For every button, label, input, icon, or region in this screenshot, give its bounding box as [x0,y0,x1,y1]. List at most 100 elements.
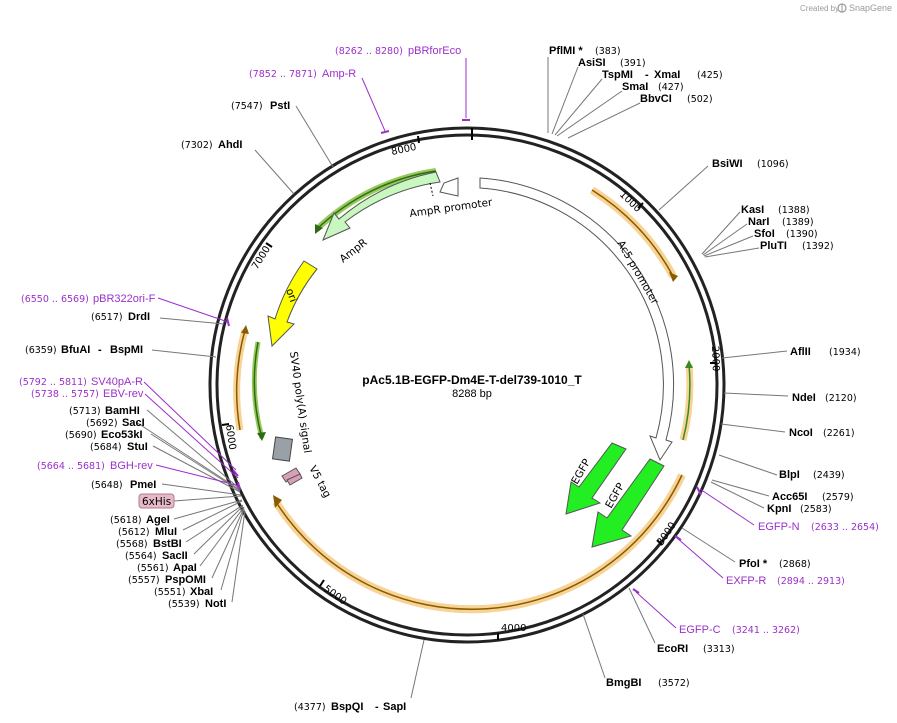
site-name: Acc65I [772,491,807,503]
primer-egfp-n[interactable]: EGFP-N (2633 .. 2654) [696,486,879,533]
site-asisi[interactable]: AsiSI (391) [551,57,646,135]
plasmid-length: 8288 bp [452,388,492,400]
site-bbvci[interactable]: BbvCI (502) [567,93,713,139]
site-xbai[interactable]: (5551) XbaI [154,508,245,598]
site-acc65i[interactable]: Acc65I (2579) [711,479,854,503]
primer-ebv-rev[interactable]: (5738 .. 5757) EBV-rev [31,388,239,479]
orf-arc-bottom [272,473,686,614]
site-pos: (7302) [181,140,213,151]
site-pfoi[interactable]: PfoI * (2868) [681,527,811,570]
site-pmei[interactable]: (5648) PmeI [91,479,242,496]
site-ncoi[interactable]: NcoI (2261) [720,423,855,439]
site-tspmi[interactable]: TspMI - XmaI (425) [554,69,723,136]
primer-pbr322ori-f[interactable]: (6550 .. 6569) pBR322ori-F [21,293,230,327]
site-pos: (5539) [168,599,200,610]
site-ndei[interactable]: NdeI (2120) [723,392,857,404]
site-name: SacI [122,417,145,429]
site-nari[interactable]: NarI (1389) [702,216,814,256]
tick-6000: 6000 [221,423,237,451]
site-pspomi[interactable]: (5557) PspOMI [128,507,245,586]
primer-egfp-c[interactable]: EGFP-C (3241 .. 3262) [632,588,800,636]
feature-ori[interactable] [267,260,318,348]
tag-6xhis[interactable]: 6xHis [138,493,242,509]
primer-pos: (2633 .. 2654) [811,522,879,533]
site-stui[interactable]: (5684) StuI [90,441,241,493]
site-agei[interactable]: (5618) AgeI [110,499,243,526]
site-pos: (383) [595,46,621,57]
site-pflmi[interactable]: PflMI * (383) [547,45,621,133]
site-kasi[interactable]: KasI (1388) [701,204,810,255]
tick-2000: 2000 [709,346,721,372]
site-sfoi[interactable]: SfoI (1390) [703,228,818,257]
site-ahdi[interactable]: (7302) AhdI [181,139,295,195]
site-name: PspOMI [165,574,206,586]
site-ecori[interactable]: EcoRI (3313) [628,587,735,655]
site-noti[interactable]: (5539) NotI [168,510,246,610]
tick-label-8000: 8000 [390,142,417,158]
orf-arc-left [233,325,249,431]
primer-pos: (6550 .. 6569) [21,294,89,305]
site-pos: (5612) [118,527,150,538]
site-apai[interactable]: (5561) ApaI [137,506,245,574]
feature-ampr-promoter[interactable] [439,177,459,197]
site-name: StuI [127,441,148,453]
site-bsiwi[interactable]: BsiWI (1096) [658,158,789,211]
site-pos: (391) [620,58,646,69]
site-name: DrdI [128,311,150,323]
orf-arc-ampr [314,168,437,234]
site-pos: (5618) [110,515,142,526]
feature-ampr[interactable] [322,171,441,241]
feature-egfp-2[interactable] [591,458,665,548]
site-pos: (2261) [823,428,855,439]
feature-sv40-box[interactable] [271,436,294,462]
site-mlui[interactable]: (5612) MluI [118,500,243,538]
credit-brand: SnapGene [849,3,892,13]
site-bamhi[interactable]: (5713) BamHI [69,405,241,490]
site-name: BamHI [105,405,140,417]
site-pos: (5692) [86,418,118,429]
site-pos: (6517) [91,312,123,323]
site-pos: (2868) [779,559,811,570]
tick-8000: 8000 [390,135,420,158]
tick-label-2000: 2000 [709,346,721,372]
site-pos: (5568) [116,539,148,550]
primer-name: Amp-R [322,68,356,80]
site-name: EcoRI [657,643,688,655]
site-name: BsiWI [712,158,743,170]
primer-name: EXFP-R [726,575,766,587]
site-aflii[interactable]: AflII (1934) [721,346,861,359]
site-name: BstBI [153,538,182,550]
site-smai[interactable]: SmaI (427) [556,81,684,137]
site-bfuai[interactable]: (6359) BfuAI - BspMI [25,344,217,358]
primer-name: BGH-rev [110,460,153,472]
site-pos: (5564) [125,551,157,562]
site-sacii[interactable]: (5564) SacII [125,505,244,562]
feature-egfp-1[interactable] [565,442,627,515]
primer-pbrforeco[interactable]: (8262 .. 8280) pBRforEco [335,45,470,121]
feature-ac5-promoter[interactable] [479,177,675,462]
site-bmgbi[interactable]: BmgBI (3572) [582,613,690,689]
primer-bgh-rev[interactable]: (5664 .. 5681) BGH-rev [37,460,241,491]
site-drdi[interactable]: (6517) DrdI [91,311,225,325]
site-bstbi[interactable]: (5568) BstBI [116,504,244,550]
site-saci[interactable]: (5692) SacI [86,417,241,491]
site-name: BlpI [779,469,800,481]
credit-text: Created by [800,4,839,13]
site-blpi[interactable]: BlpI (2439) [718,454,845,481]
tag-label: 6xHis [142,496,171,508]
site-name-b: BspMI [110,344,143,356]
site-kpni[interactable]: KpnI (2583) [710,481,832,515]
site-eco53ki[interactable]: (5690) Eco53kI [65,429,241,492]
site-pos: (1392) [802,241,834,252]
primer-amp-r[interactable]: (7852 .. 7871) Amp-R [249,68,390,134]
site-pluti[interactable]: PluTI (1392) [704,240,834,258]
primer-name: EBV-rev [103,388,144,400]
site-pos: (1389) [782,217,814,228]
snapgene-logo-icon [837,3,847,13]
feature-v5-tag[interactable] [281,467,303,486]
primer-exfp-r[interactable]: EXFP-R (2894 .. 2913) [674,535,845,587]
site-bspqi[interactable]: (4377) BspQI - SapI [294,639,425,713]
site-psti[interactable]: (7547) PstI [231,100,334,168]
primer-sv40pa-r[interactable]: (5792 .. 5811) SV40pA-R [19,376,237,471]
